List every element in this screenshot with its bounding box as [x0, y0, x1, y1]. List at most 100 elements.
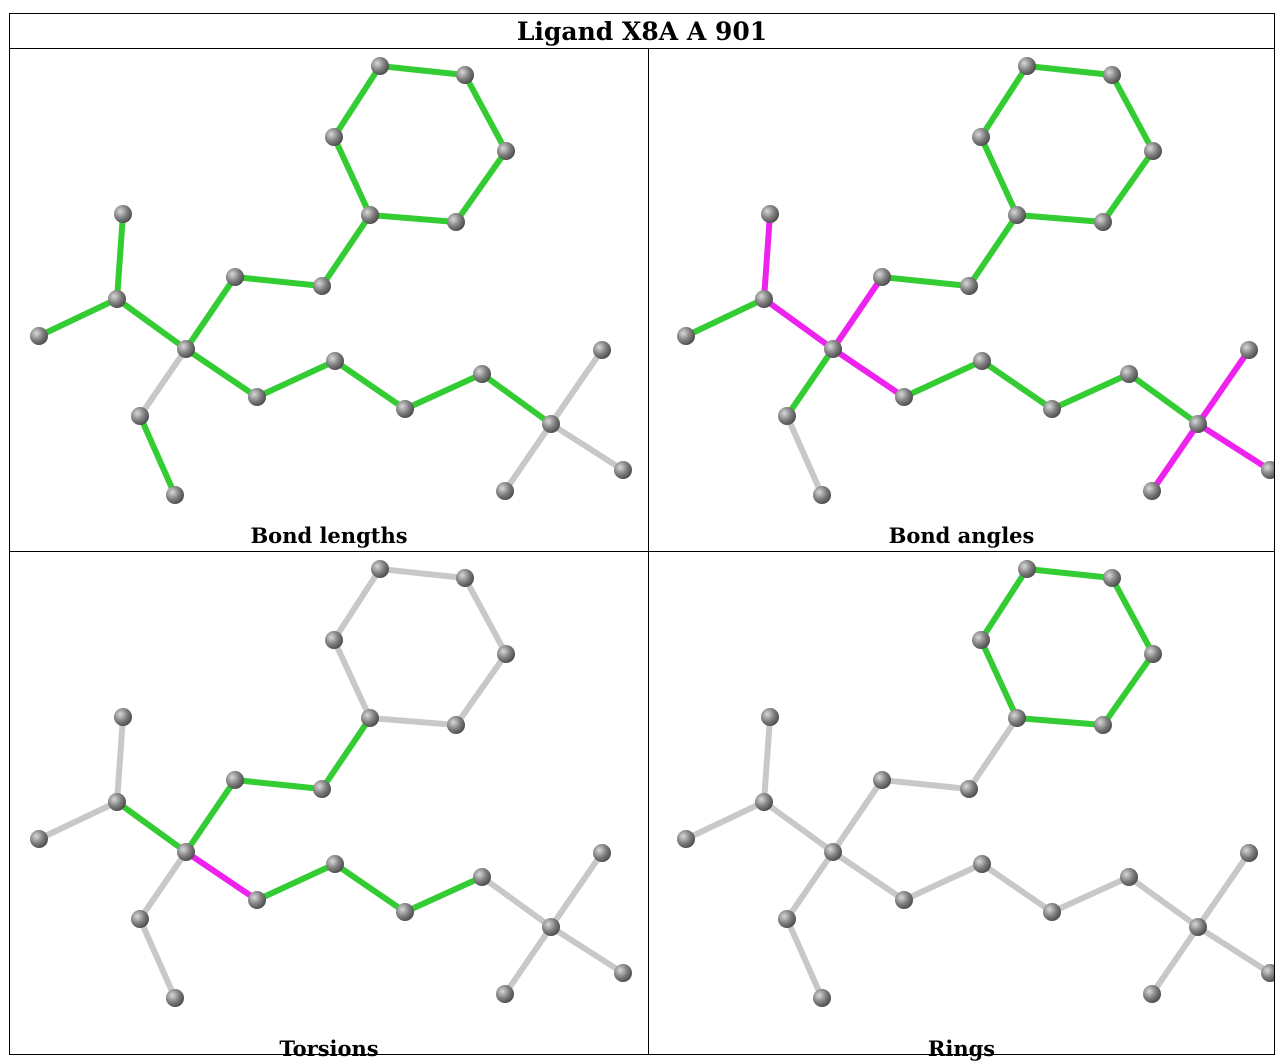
atom-c15	[895, 388, 913, 406]
atom-c12	[677, 830, 695, 848]
bond-c5-c6	[331, 134, 373, 218]
panel-caption-bond-angles: Bond angles	[888, 523, 1035, 548]
atom-c4	[1094, 213, 1112, 231]
bond-c4-c5	[367, 212, 459, 225]
bond-c13-c14	[784, 916, 825, 1001]
atom-c1	[371, 560, 389, 578]
bond-c16-c17	[332, 861, 408, 915]
atom-c22	[496, 985, 514, 1003]
bond-c19-c21	[1195, 924, 1273, 976]
bond-c19-c22	[1149, 924, 1201, 997]
bond-c8-c9	[830, 777, 885, 855]
atom-c3	[1144, 645, 1162, 663]
atom-c4	[447, 213, 465, 231]
atom-c9	[177, 843, 195, 861]
atom-c14	[813, 486, 831, 504]
molecule-diagram-torsions	[30, 560, 632, 1007]
atom-c13	[778, 407, 796, 425]
panel-caption-torsions: Torsions	[279, 1036, 379, 1061]
atom-c18	[1120, 365, 1138, 383]
bond-c7-c8	[232, 777, 325, 792]
bond-c19-c20	[548, 347, 605, 427]
atom-c3	[1144, 142, 1162, 160]
atom-c7	[960, 780, 978, 798]
bond-c19-c22	[502, 924, 554, 997]
bond-c17-c18	[402, 874, 485, 915]
atom-c21	[1261, 964, 1274, 982]
bond-c9-c13	[137, 849, 189, 922]
panel-bond-lengths: Bond lengths	[10, 49, 649, 552]
bond-c1-c2	[377, 566, 468, 581]
bond-c5-c6	[978, 637, 1020, 721]
bond-c10-c12	[36, 296, 120, 339]
atom-c16	[326, 352, 344, 370]
atom-c10	[755, 793, 773, 811]
atom-c11	[114, 708, 132, 726]
bond-c17-c18	[402, 371, 485, 412]
bond-c19-c21	[1195, 421, 1273, 473]
bond-c18-c19	[479, 874, 554, 930]
atom-c21	[614, 964, 632, 982]
bond-c15-c16	[254, 358, 338, 400]
bond-c9-c10	[114, 799, 189, 855]
atom-c18	[473, 365, 491, 383]
bond-c18-c19	[479, 371, 554, 427]
bond-c10-c11	[761, 211, 773, 302]
atom-c2	[1103, 66, 1121, 84]
atom-c20	[593, 341, 611, 359]
bond-c5-c7	[319, 212, 373, 289]
bond-c15-c16	[901, 861, 985, 903]
bond-c5-c6	[331, 637, 373, 721]
atom-c11	[114, 205, 132, 223]
bond-c19-c21	[548, 421, 626, 473]
bond-c5-c6	[978, 134, 1020, 218]
bond-c19-c20	[548, 850, 605, 930]
atom-c12	[30, 327, 48, 345]
bond-c15-c16	[254, 861, 338, 903]
bond-c15-c16	[901, 358, 985, 400]
bond-c6-c1	[978, 63, 1030, 140]
bond-c16-c17	[332, 358, 408, 412]
bond-c1-c2	[1024, 566, 1115, 581]
atom-c19	[542, 415, 560, 433]
atom-c14	[166, 486, 184, 504]
bond-c13-c14	[137, 413, 178, 498]
atom-c16	[973, 855, 991, 873]
bond-c10-c12	[683, 799, 767, 842]
atom-c11	[761, 205, 779, 223]
bond-c6-c1	[331, 63, 383, 140]
atom-c10	[108, 793, 126, 811]
atom-c10	[755, 290, 773, 308]
atom-c14	[813, 989, 831, 1007]
atom-c7	[313, 277, 331, 295]
atom-c6	[972, 631, 990, 649]
atom-c7	[960, 277, 978, 295]
atom-c16	[326, 855, 344, 873]
bond-c4-c5	[1014, 212, 1106, 225]
bond-c10-c12	[683, 296, 767, 339]
bond-c9-c13	[784, 849, 836, 922]
bond-c3-c4	[453, 651, 509, 728]
atom-c1	[1018, 57, 1036, 75]
bond-c17-c18	[1049, 371, 1132, 412]
atom-c17	[1043, 400, 1061, 418]
atom-c19	[542, 918, 560, 936]
atom-c4	[447, 716, 465, 734]
bond-c1-c2	[377, 63, 468, 78]
bond-c10-c11	[114, 714, 126, 805]
bond-c18-c19	[1126, 874, 1201, 930]
validation-table: Ligand X8A A 901 Bond lengths Bond angle…	[9, 13, 1275, 1061]
atom-c8	[226, 771, 244, 789]
atom-c5	[361, 709, 379, 727]
atom-c17	[396, 400, 414, 418]
bond-c9-c10	[761, 799, 836, 855]
atom-c8	[873, 268, 891, 286]
bond-c5-c7	[966, 715, 1020, 792]
atom-c6	[325, 128, 343, 146]
atom-c8	[873, 771, 891, 789]
atom-c10	[108, 290, 126, 308]
atom-c13	[131, 407, 149, 425]
atom-c14	[166, 989, 184, 1007]
atom-c17	[396, 903, 414, 921]
atom-c15	[248, 891, 266, 909]
